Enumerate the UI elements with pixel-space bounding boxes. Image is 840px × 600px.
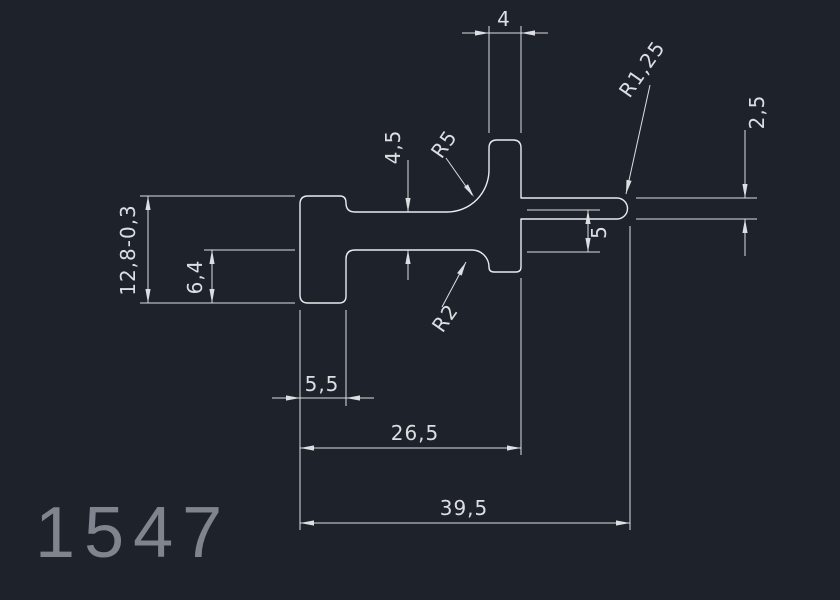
leader-line [625,84,651,195]
dim-arrow [521,30,535,36]
dim-label-arm-thickness: 2,5 [745,94,769,130]
profile-outline [299,139,629,304]
extension-lines [140,26,757,530]
dim-arrow [346,395,360,401]
dim-arrow [616,520,630,526]
dim-arrow [475,30,489,36]
dim-arrow [405,198,411,212]
dim-arrow [742,184,748,198]
dim-arrow [145,289,151,303]
part-number: 1547 [35,493,232,573]
dimension-lines [147,32,746,524]
dim-arrow [585,238,591,252]
profile-path [299,139,629,304]
dim-arrow [300,445,314,451]
dim-label-stem-width: 4 [497,7,511,31]
dim-arrow [209,250,215,264]
dim-label-right-step: 5 [587,225,611,239]
dim-label-stem-offset: 26,5 [390,421,440,445]
dim-arrow [457,262,466,276]
dim-arrow [626,179,632,194]
dim-arrow [405,250,411,264]
dim-label-flange-width: 5,5 [304,372,340,396]
dim-arrow [145,196,151,210]
dim-arrow [300,520,314,526]
dim-label-lower-height: 6,4 [183,259,207,295]
arrowheads [145,30,748,526]
dim-arrow [742,219,748,233]
dim-arrow [585,210,591,224]
dim-label-web-thickness: 4,5 [381,129,405,165]
dim-arrow [209,289,215,303]
dim-arrow [286,395,300,401]
dim-label-flange-height: 12,8-0,3 [116,204,140,296]
dim-arrow [464,184,474,197]
dim-label-overall-width: 39,5 [439,496,489,520]
dim-arrow [507,445,521,451]
